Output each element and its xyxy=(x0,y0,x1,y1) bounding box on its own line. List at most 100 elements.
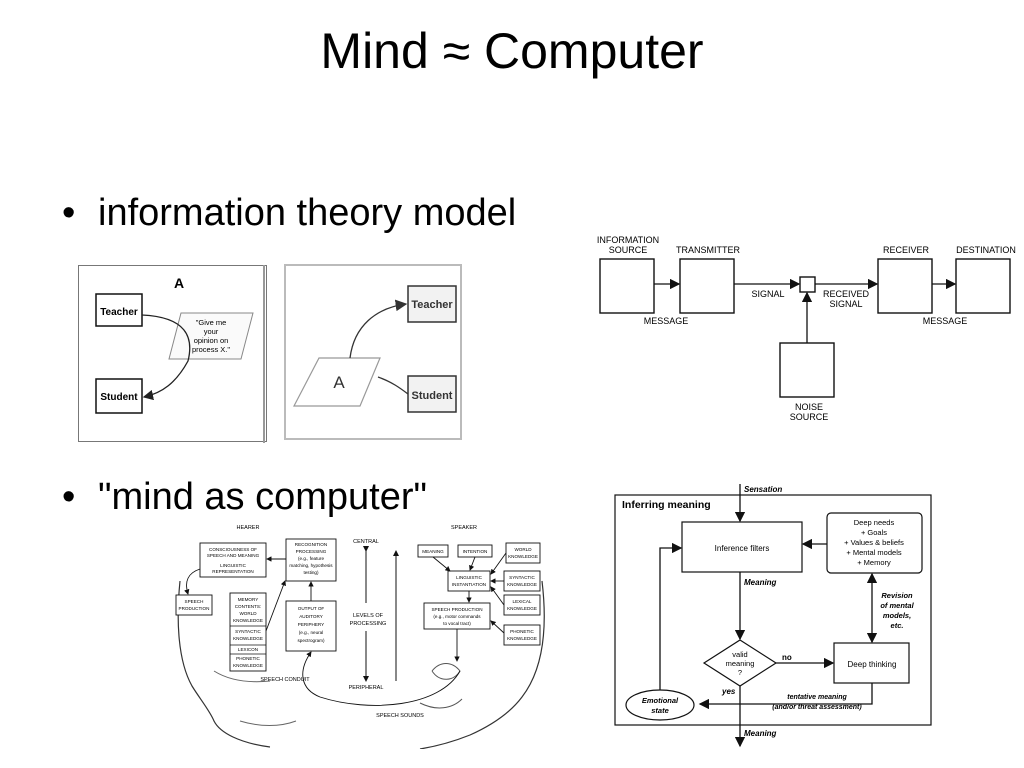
lexical-text: LEXICAL xyxy=(513,599,532,604)
central-label: CENTRAL xyxy=(353,539,379,545)
panel-a-heading: A xyxy=(174,275,184,291)
meaning-out-label: Meaning xyxy=(744,729,777,738)
consciousness-box xyxy=(199,542,267,578)
speech-chain-diagram: HEARER SPEAKER CENTRAL PERIPHERAL LEVELS… xyxy=(170,521,548,749)
sensation-label: Sensation xyxy=(744,485,782,494)
world-knowledge-box xyxy=(505,542,541,564)
valid-meaning-text: meaning xyxy=(726,659,755,668)
lexical-box xyxy=(503,594,541,616)
receiver-box xyxy=(877,258,933,314)
flowchart-heading: Inferring meaning xyxy=(622,499,711,511)
bullet-mind-as-computer: •"mind as computer" xyxy=(62,476,427,519)
speech-conduit-label: SPEECH CONDUIT xyxy=(260,677,310,683)
syntactic-left-text: SYNTACTIC xyxy=(235,629,261,634)
speech-production-right-text: (e.g., motor commands xyxy=(433,614,481,619)
phonetic-right-text: PHONETIC xyxy=(510,629,534,634)
svg-text:process X.": process X." xyxy=(192,345,230,354)
arrow-to-teacher xyxy=(349,299,408,359)
destination-box xyxy=(955,258,1011,314)
received-signal-label: RECEIVED xyxy=(823,289,870,299)
bullet-text: "mind as computer" xyxy=(98,476,427,518)
phonetic-left-text: PHONETIC xyxy=(236,656,260,661)
consciousness-text: CONSCIOUSNESS OF xyxy=(209,547,257,552)
deep-needs-text: + Mental models xyxy=(846,548,901,557)
received-signal-label: SIGNAL xyxy=(829,299,862,309)
speech-production-right-text: SPEECH PRODUCTION xyxy=(431,607,482,612)
levels-of-processing-label: PROCESSING xyxy=(350,621,387,627)
recognition-text: RECOGNITION xyxy=(295,542,327,547)
meaning-text: MEANING xyxy=(422,549,444,554)
syntactic-left-text: KNOWLEDGE xyxy=(233,636,263,641)
student-box xyxy=(95,378,143,414)
lexicon-text: LEXICON xyxy=(238,647,258,652)
memory-text: KNOWLEDGE xyxy=(233,618,263,623)
speech-production-right-text: to vocal tract) xyxy=(443,621,471,626)
node-a-label: A xyxy=(333,373,345,392)
signal-label: SIGNAL xyxy=(751,289,784,299)
bullet-marker: • xyxy=(62,192,76,234)
valid-meaning-text: valid xyxy=(732,650,747,659)
slide-title: Mind ≈ Computer xyxy=(320,23,704,79)
teacher-label: Teacher xyxy=(100,307,138,318)
consciousness-text: SPEECH AND MEANING xyxy=(207,553,260,558)
speech-sound-path xyxy=(302,651,461,706)
linguistic-instantiation-text: LINGUISTIC xyxy=(456,575,482,580)
emotional-state-ellipse xyxy=(625,689,695,721)
message-right-label: MESSAGE xyxy=(923,316,968,326)
svg-text:your: your xyxy=(204,327,219,336)
hearer-face-outline xyxy=(213,670,297,726)
message-text: "Give me your opinion on process X." xyxy=(192,318,230,354)
phonetic-right-text: KNOWLEDGE xyxy=(507,636,537,641)
emotional-state-text: Emotional xyxy=(642,696,679,705)
deep-needs-text: Deep needs xyxy=(854,518,895,527)
recognition-text: testing) xyxy=(303,570,319,575)
phonetic-right-box xyxy=(503,624,541,646)
valid-meaning-text: ? xyxy=(738,668,742,677)
message-left-label: MESSAGE xyxy=(644,316,689,326)
deep-thinking-label: Deep thinking xyxy=(848,660,897,669)
source-box xyxy=(599,258,655,314)
svg-text:"Give me: "Give me xyxy=(196,318,227,327)
information-source-label: SOURCE xyxy=(609,245,648,255)
world-knowledge-text: WORLD xyxy=(514,547,532,552)
teacher-label: Teacher xyxy=(411,299,453,311)
shannon-communication-diagram: INFORMATION SOURCE TRANSMITTER RECEIVER … xyxy=(597,235,1016,422)
channel-box xyxy=(799,276,816,293)
recognition-text: matching, hypothesis xyxy=(289,563,333,568)
noise-source-label: SOURCE xyxy=(790,412,829,422)
linguistic-instantiation-box xyxy=(447,570,491,592)
lexical-text: KNOWLEDGE xyxy=(507,606,537,611)
inferring-meaning-flowchart: Sensation Inferring meaning Inference fi… xyxy=(614,484,932,748)
memory-text: CONTENTS: xyxy=(235,604,262,609)
bullet-information-theory: •information theory model xyxy=(62,192,516,235)
student-label: Student xyxy=(412,390,453,402)
tentative-meaning-text: tentative meaning xyxy=(787,694,847,701)
no-label: no xyxy=(782,653,792,662)
revision-text: Revision xyxy=(881,591,913,600)
inference-filters-label: Inference filters xyxy=(715,544,770,553)
hearer-label: HEARER xyxy=(237,525,260,531)
speech-sounds-label: SPEECH SOUNDS xyxy=(376,713,424,719)
information-source-label: INFORMATION xyxy=(597,235,659,245)
deep-needs-text: + Values & beliefs xyxy=(844,538,904,547)
levels-of-processing-label: LEVELS OF xyxy=(353,613,384,619)
emotional-state-text: state xyxy=(651,706,669,715)
deep-needs-text: + Goals xyxy=(861,528,887,537)
auditory-text: spectrogram) xyxy=(297,638,325,643)
noise-source-box xyxy=(779,342,835,398)
revision-text: of mental xyxy=(880,601,914,610)
auditory-text: (e.g., neural xyxy=(299,630,324,635)
speech-production-right-box xyxy=(423,602,491,630)
transmitter-label: TRANSMITTER xyxy=(676,245,740,255)
revision-text: models, xyxy=(883,611,911,620)
syntactic-right-text: SYNTACTIC xyxy=(509,575,535,580)
linguistic-instantiation-text: INSTANTIATION xyxy=(452,582,486,587)
syntactic-right-text: KNOWLEDGE xyxy=(507,582,537,587)
svg-text:opinion on: opinion on xyxy=(194,336,229,345)
tentative-meaning-text: (and/or threat assessment) xyxy=(772,704,862,711)
speaker-label: SPEAKER xyxy=(451,525,477,531)
recognition-text: (e.g., feature xyxy=(298,556,324,561)
yes-label: yes xyxy=(721,687,736,696)
world-knowledge-text: KNOWLEDGE xyxy=(508,554,538,559)
linguistic-representation-text: REPRESENTATION xyxy=(212,569,253,574)
